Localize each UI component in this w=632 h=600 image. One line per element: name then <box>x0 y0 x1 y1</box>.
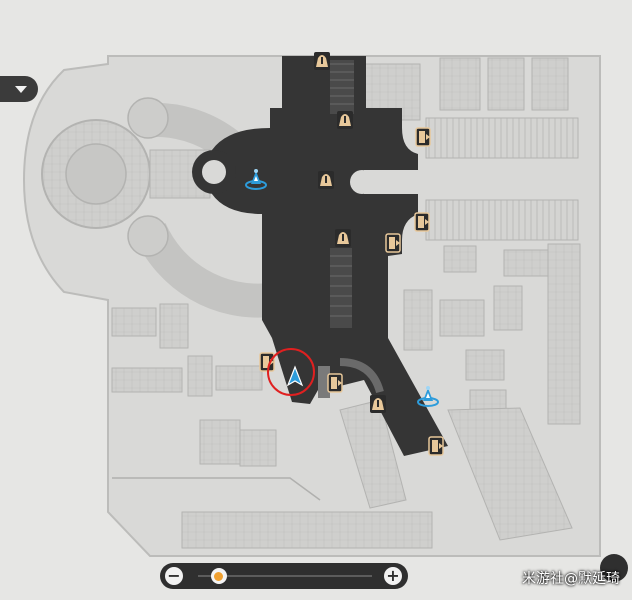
annotation-circle <box>267 348 315 396</box>
door-exit-icon[interactable] <box>428 436 444 456</box>
building-blocks-sw <box>111 303 433 549</box>
door-exit-icon[interactable] <box>415 127 431 147</box>
markers-layer <box>245 52 444 456</box>
map-settings-button[interactable] <box>600 554 628 582</box>
zoom-slider-track[interactable] <box>198 575 372 577</box>
zoom-slider-thumb[interactable] <box>210 568 227 584</box>
triangle-down-icon <box>15 85 27 93</box>
player-arrow-icon[interactable] <box>286 365 304 387</box>
space-anchor-icon[interactable] <box>370 395 386 413</box>
zoom-in-button[interactable]: + <box>384 567 402 585</box>
door-exit-icon[interactable] <box>259 352 275 372</box>
space-anchor-icon[interactable] <box>318 171 334 189</box>
door-exit-icon[interactable] <box>385 233 401 253</box>
space-anchor-icon[interactable] <box>337 111 353 129</box>
space-anchor-icon[interactable] <box>335 229 351 247</box>
building-blocks-se <box>339 285 573 541</box>
door-exit-icon[interactable] <box>327 373 343 393</box>
zoom-control: − + <box>160 563 408 589</box>
watermark-text: 米游社@默延琦 <box>522 571 620 587</box>
rotunda-building <box>41 97 287 318</box>
door-exit-icon[interactable] <box>414 212 430 232</box>
zoom-out-button[interactable]: − <box>165 567 183 585</box>
space-anchor-icon[interactable] <box>314 52 330 70</box>
layer-toggle-button[interactable] <box>0 76 38 102</box>
